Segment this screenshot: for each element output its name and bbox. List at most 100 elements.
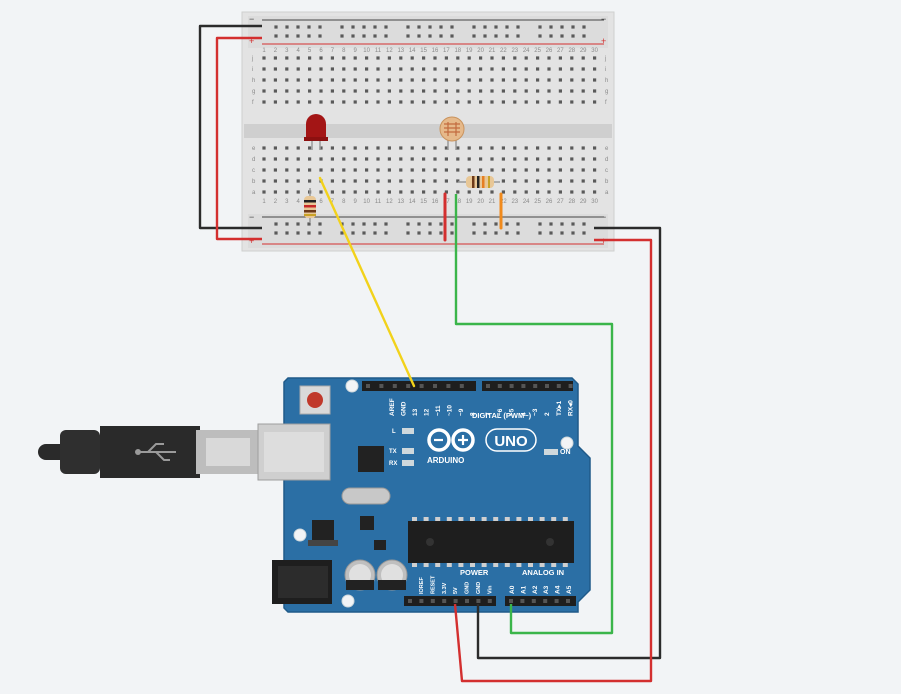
- breadboard-hole[interactable]: [387, 100, 391, 104]
- breadboard-hole[interactable]: [365, 157, 369, 161]
- breadboard-hole[interactable]: [273, 89, 277, 93]
- breadboard-hole[interactable]: [273, 100, 277, 104]
- breadboard-hole[interactable]: [479, 157, 483, 161]
- rail-hole[interactable]: [340, 231, 344, 235]
- reset-button[interactable]: [299, 385, 331, 415]
- breadboard-hole[interactable]: [319, 78, 323, 82]
- breadboard-hole[interactable]: [319, 146, 323, 150]
- breadboard-hole[interactable]: [387, 146, 391, 150]
- breadboard-hole[interactable]: [490, 78, 494, 82]
- breadboard-hole[interactable]: [558, 56, 562, 60]
- rail-hole[interactable]: [516, 34, 520, 38]
- breadboard-hole[interactable]: [444, 56, 448, 60]
- header-pin-hole[interactable]: [554, 599, 559, 603]
- rail-hole[interactable]: [285, 34, 289, 38]
- breadboard-hole[interactable]: [536, 179, 540, 183]
- breadboard-hole[interactable]: [593, 168, 597, 172]
- breadboard-hole[interactable]: [513, 190, 517, 194]
- usb-cable[interactable]: [38, 426, 258, 478]
- breadboard-hole[interactable]: [365, 146, 369, 150]
- rail-hole[interactable]: [538, 34, 542, 38]
- rail-hole[interactable]: [340, 25, 344, 29]
- breadboard-hole[interactable]: [330, 157, 334, 161]
- breadboard-hole[interactable]: [490, 56, 494, 60]
- breadboard-hole[interactable]: [422, 78, 426, 82]
- breadboard-hole[interactable]: [308, 78, 312, 82]
- breadboard-hole[interactable]: [376, 168, 380, 172]
- rail-hole[interactable]: [505, 34, 509, 38]
- header-pin-hole[interactable]: [433, 384, 437, 388]
- header-pin-hole[interactable]: [533, 384, 538, 388]
- rail-hole[interactable]: [560, 222, 564, 226]
- rail-hole[interactable]: [450, 231, 454, 235]
- breadboard-hole[interactable]: [296, 89, 300, 93]
- rail-hole[interactable]: [538, 231, 542, 235]
- breadboard-hole[interactable]: [308, 56, 312, 60]
- breadboard-hole[interactable]: [593, 157, 597, 161]
- breadboard-hole[interactable]: [296, 157, 300, 161]
- breadboard-hole[interactable]: [353, 179, 357, 183]
- breadboard-hole[interactable]: [558, 190, 562, 194]
- breadboard-hole[interactable]: [513, 168, 517, 172]
- rail-hole[interactable]: [549, 25, 553, 29]
- rail-hole[interactable]: [406, 34, 410, 38]
- rail-hole[interactable]: [560, 231, 564, 235]
- rail-hole[interactable]: [274, 231, 278, 235]
- breadboard[interactable]: − + − + − + − + 112233445566778899101011…: [241, 11, 615, 252]
- breadboard-hole[interactable]: [558, 157, 562, 161]
- breadboard-hole[interactable]: [330, 168, 334, 172]
- breadboard-hole[interactable]: [490, 67, 494, 71]
- breadboard-hole[interactable]: [422, 190, 426, 194]
- breadboard-hole[interactable]: [353, 100, 357, 104]
- breadboard-hole[interactable]: [342, 146, 346, 150]
- header-pin-hole[interactable]: [406, 384, 411, 388]
- rail-hole[interactable]: [351, 231, 355, 235]
- breadboard-hole[interactable]: [376, 89, 380, 93]
- breadboard-hole[interactable]: [410, 157, 414, 161]
- breadboard-hole[interactable]: [262, 56, 266, 60]
- breadboard-hole[interactable]: [536, 168, 540, 172]
- breadboard-hole[interactable]: [273, 146, 277, 150]
- rail-hole[interactable]: [494, 231, 498, 235]
- breadboard-hole[interactable]: [330, 56, 334, 60]
- header-pin-hole[interactable]: [453, 599, 458, 603]
- breadboard-hole[interactable]: [376, 146, 380, 150]
- breadboard-hole[interactable]: [547, 67, 551, 71]
- rail-hole[interactable]: [494, 34, 498, 38]
- breadboard-hole[interactable]: [536, 100, 540, 104]
- rail-hole[interactable]: [428, 34, 432, 38]
- breadboard-hole[interactable]: [456, 67, 460, 71]
- breadboard-hole[interactable]: [444, 67, 448, 71]
- rail-hole[interactable]: [516, 25, 520, 29]
- breadboard-hole[interactable]: [285, 179, 289, 183]
- breadboard-hole[interactable]: [433, 100, 437, 104]
- breadboard-hole[interactable]: [330, 67, 334, 71]
- breadboard-hole[interactable]: [376, 67, 380, 71]
- breadboard-hole[interactable]: [490, 157, 494, 161]
- breadboard-hole[interactable]: [593, 100, 597, 104]
- breadboard-hole[interactable]: [501, 78, 505, 82]
- breadboard-hole[interactable]: [410, 78, 414, 82]
- breadboard-hole[interactable]: [581, 56, 585, 60]
- breadboard-hole[interactable]: [365, 190, 369, 194]
- breadboard-hole[interactable]: [319, 190, 323, 194]
- breadboard-hole[interactable]: [353, 157, 357, 161]
- breadboard-hole[interactable]: [524, 190, 528, 194]
- rail-hole[interactable]: [274, 34, 278, 38]
- header-pin-hole[interactable]: [392, 384, 397, 388]
- rail-hole[interactable]: [571, 222, 575, 226]
- breadboard-hole[interactable]: [547, 157, 551, 161]
- breadboard-hole[interactable]: [467, 56, 471, 60]
- header-pin-hole[interactable]: [465, 599, 469, 603]
- breadboard-hole[interactable]: [581, 78, 585, 82]
- rail-hole[interactable]: [307, 34, 311, 38]
- rail-hole[interactable]: [483, 34, 487, 38]
- rail-hole[interactable]: [351, 25, 355, 29]
- breadboard-hole[interactable]: [558, 179, 562, 183]
- header-pin-hole[interactable]: [419, 599, 424, 603]
- rail-hole[interactable]: [318, 25, 322, 29]
- breadboard-hole[interactable]: [330, 78, 334, 82]
- breadboard-hole[interactable]: [376, 190, 380, 194]
- breadboard-hole[interactable]: [273, 157, 277, 161]
